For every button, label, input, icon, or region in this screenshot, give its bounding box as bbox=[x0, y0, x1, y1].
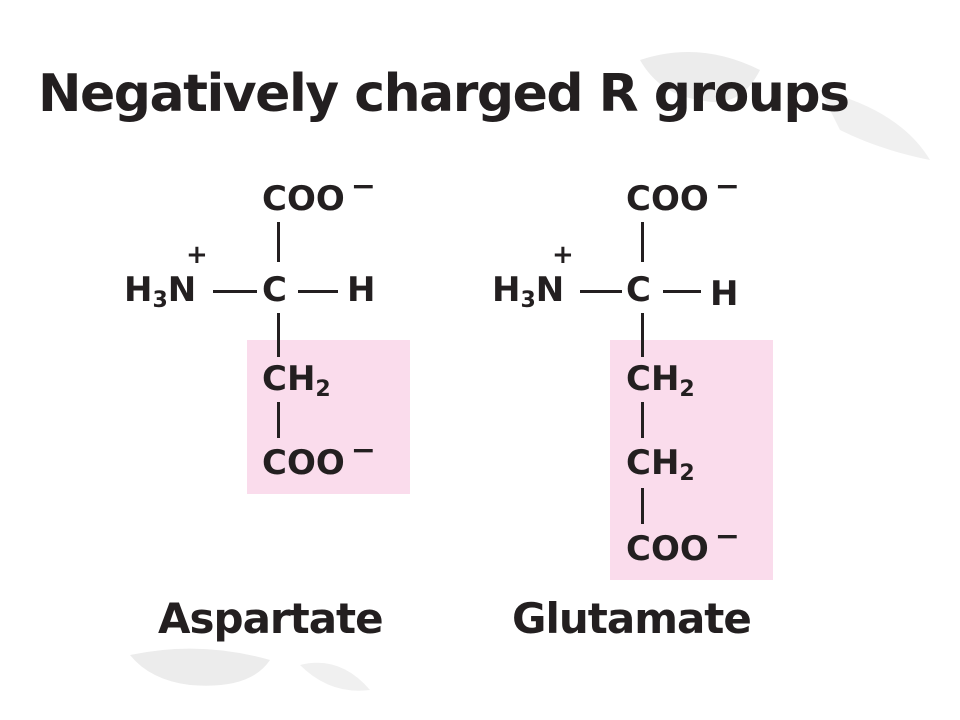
bond bbox=[580, 290, 622, 293]
page-title: Negatively charged R groups bbox=[38, 64, 850, 124]
negative-charge: − bbox=[350, 433, 376, 468]
side-chain-ch2: CH2 bbox=[262, 359, 331, 402]
r-group-highlight bbox=[247, 340, 410, 494]
positive-charge: + bbox=[552, 240, 574, 270]
amino-group: H3N bbox=[492, 270, 565, 313]
bond bbox=[298, 290, 338, 293]
positive-charge: + bbox=[186, 240, 208, 270]
bond bbox=[641, 313, 644, 357]
carboxyl-group: COO− bbox=[262, 169, 376, 219]
bond bbox=[641, 488, 644, 524]
negative-charge: − bbox=[714, 519, 740, 554]
bond bbox=[641, 402, 644, 438]
negative-charge: − bbox=[350, 169, 376, 204]
bond bbox=[277, 402, 280, 438]
side-chain-carboxyl: COO− bbox=[626, 519, 740, 569]
bond bbox=[663, 290, 701, 293]
bond bbox=[277, 222, 280, 262]
bond bbox=[277, 313, 280, 357]
molecule-name: Aspartate bbox=[158, 594, 384, 643]
bond bbox=[641, 222, 644, 262]
hydrogen: H bbox=[710, 274, 739, 314]
carboxyl-group: COO− bbox=[626, 169, 740, 219]
alpha-carbon: C bbox=[626, 270, 651, 310]
bond bbox=[213, 290, 257, 293]
alpha-carbon: C bbox=[262, 270, 287, 310]
r-group-highlight bbox=[610, 340, 773, 580]
amino-group: H3N bbox=[124, 270, 197, 313]
hydrogen: H bbox=[347, 270, 376, 310]
side-chain-ch2: CH2 bbox=[626, 443, 695, 486]
molecule-name: Glutamate bbox=[512, 594, 752, 643]
side-chain-ch2: CH2 bbox=[626, 359, 695, 402]
negative-charge: − bbox=[714, 169, 740, 204]
side-chain-carboxyl: COO− bbox=[262, 433, 376, 483]
